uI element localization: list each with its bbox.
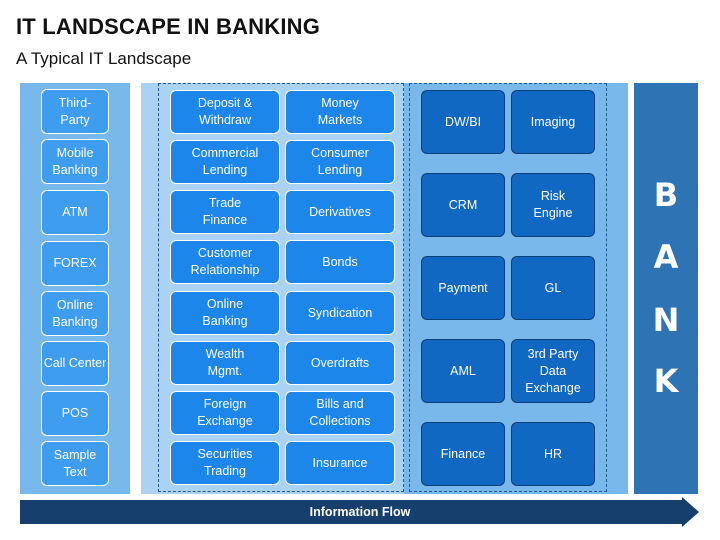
back-office-box: AML xyxy=(421,339,505,403)
channel-box: Sample Text xyxy=(41,441,109,486)
product-box: Customer Relationship xyxy=(170,240,280,284)
product-box: Trade Finance xyxy=(170,190,280,234)
channel-box: Third- Party xyxy=(41,89,109,134)
back-office-box: 3rd Party Data Exchange xyxy=(511,339,595,403)
channel-box: Online Banking xyxy=(41,291,109,336)
back-office-dashed-border xyxy=(409,83,607,492)
channel-box: FOREX xyxy=(41,241,109,286)
product-box: Insurance xyxy=(285,441,395,485)
bank-panel xyxy=(634,83,698,494)
product-box: Online Banking xyxy=(170,291,280,335)
product-box: Deposit & Withdraw xyxy=(170,90,280,134)
channel-box: Call Center xyxy=(41,341,109,386)
product-box: Overdrafts xyxy=(285,341,395,385)
bank-letter: B xyxy=(653,176,679,214)
product-box: Foreign Exchange xyxy=(170,391,280,435)
back-office-box: Finance xyxy=(421,422,505,486)
back-office-box: Risk Engine xyxy=(511,173,595,237)
product-box: Money Markets xyxy=(285,90,395,134)
back-office-box: Imaging xyxy=(511,90,595,154)
product-box: Bonds xyxy=(285,240,395,284)
products-dashed-border xyxy=(158,83,404,492)
back-office-box: Payment xyxy=(421,256,505,320)
channel-box: POS xyxy=(41,391,109,436)
product-box: Securities Trading xyxy=(170,441,280,485)
back-office-box: CRM xyxy=(421,173,505,237)
bank-letter: K xyxy=(653,362,679,400)
back-office-box: GL xyxy=(511,256,595,320)
page-subtitle: A Typical IT Landscape xyxy=(16,49,192,68)
back-office-box: HR xyxy=(511,422,595,486)
information-flow-label: Information Flow xyxy=(309,505,411,519)
product-box: Derivatives xyxy=(285,190,395,234)
bank-letter: A xyxy=(653,238,679,276)
information-flow-arrow xyxy=(20,497,699,527)
product-box: Wealth Mgmt. xyxy=(170,341,280,385)
channel-box: ATM xyxy=(41,190,109,235)
channel-box: Mobile Banking xyxy=(41,139,109,184)
product-box: Commercial Lending xyxy=(170,140,280,184)
product-box: Bills and Collections xyxy=(285,391,395,435)
product-box: Syndication xyxy=(285,291,395,335)
page-title: IT LANDSCAPE IN BANKING xyxy=(16,14,321,39)
bank-letter: N xyxy=(652,301,680,339)
product-box: Consumer Lending xyxy=(285,140,395,184)
back-office-box: DW/BI xyxy=(421,90,505,154)
